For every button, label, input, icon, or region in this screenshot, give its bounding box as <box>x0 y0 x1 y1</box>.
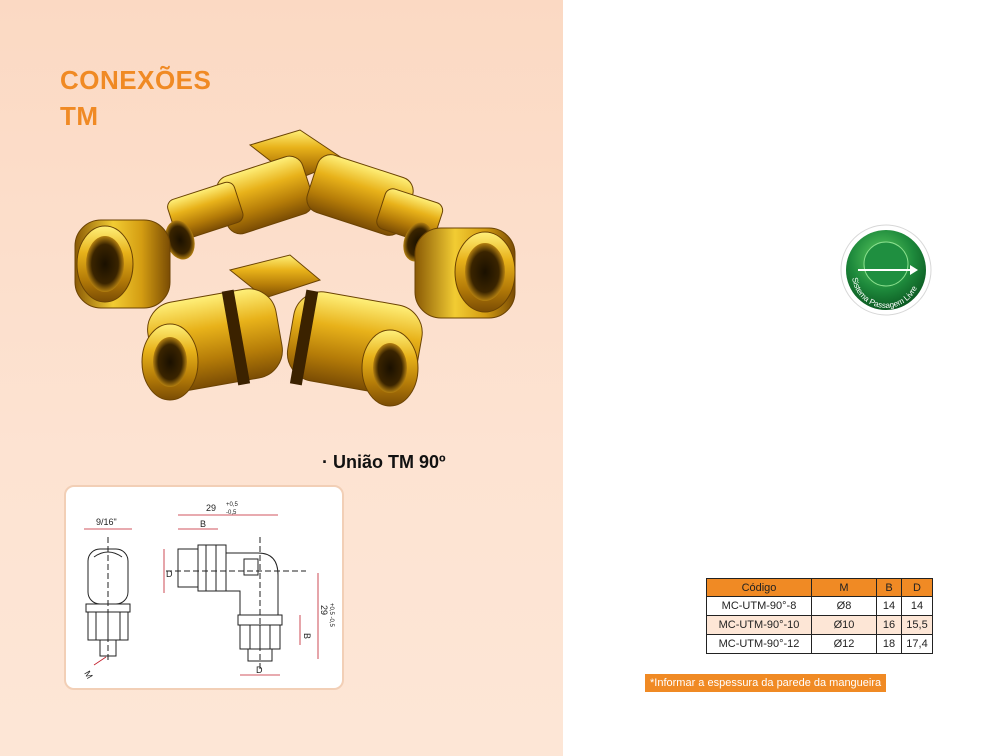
dim-b-vertical-label: B <box>302 633 312 639</box>
cell-codigo: MC-UTM-90°-10 <box>706 615 812 635</box>
cell-codigo: MC-UTM-90°-12 <box>706 634 812 654</box>
product-label: · União TM 90º <box>322 452 446 472</box>
title-line-1: CONEXÕES <box>60 65 212 95</box>
dim-d-label: D <box>166 569 173 579</box>
elbow-bottom <box>141 254 423 407</box>
elbow-top <box>165 129 444 262</box>
dim-tol-plus: +0,5 <box>226 502 239 508</box>
cell-d: 17,4 <box>901 634 933 654</box>
product-photo <box>74 129 516 407</box>
title-line-2: TM <box>60 101 99 131</box>
dim-length-label: 29 <box>206 503 216 513</box>
cell-b: 16 <box>876 615 902 635</box>
cell-b: 14 <box>876 596 902 616</box>
note-text: *Informar a espessura da parede da mangu… <box>645 674 887 692</box>
dim-m-label: M <box>82 669 94 680</box>
table-header-row: Código M B D <box>706 578 933 597</box>
header-d: D <box>901 578 933 597</box>
page-title: CONEXÕES TM <box>60 62 211 134</box>
cell-d: 14 <box>901 596 933 616</box>
table-row: MC-UTM-90°-12 Ø12 18 17,4 <box>706 634 933 654</box>
technical-drawing-svg: 9/16" 29 +0,5 -0,5 B D 29 +0,5 -0,5 B D … <box>82 502 334 680</box>
cell-codigo: MC-UTM-90°-8 <box>706 596 812 616</box>
dim-nut-label: 9/16" <box>96 517 117 527</box>
dim-vertical-label: 29 <box>319 605 329 615</box>
dim-vertical-tol: +0,5 -0,5 <box>328 603 334 628</box>
cell-m: Ø10 <box>811 615 877 635</box>
technical-drawing: 9/16" 29 +0,5 -0,5 B D 29 +0,5 -0,5 B D … <box>64 485 344 690</box>
header-b: B <box>876 578 902 597</box>
dim-tol-minus: -0,5 <box>226 510 237 516</box>
sistema-passagem-livre-badge: Sistema Passagem Livre <box>840 224 932 316</box>
dim-b-label: B <box>200 519 206 529</box>
spec-table: Código M B D MC-UTM-90°-8 Ø8 14 14 MC-UT… <box>706 578 933 654</box>
cell-d: 15,5 <box>901 615 933 635</box>
nut-right <box>414 227 516 319</box>
cell-m: Ø8 <box>811 596 877 616</box>
nut-left <box>74 219 171 309</box>
dim-d-bottom-label: D <box>256 665 263 675</box>
cell-b: 18 <box>876 634 902 654</box>
header-m: M <box>811 578 877 597</box>
cell-m: Ø12 <box>811 634 877 654</box>
header-codigo: Código <box>706 578 812 597</box>
table-row: MC-UTM-90°-10 Ø10 16 15,5 <box>706 615 933 635</box>
table-row: MC-UTM-90°-8 Ø8 14 14 <box>706 596 933 616</box>
